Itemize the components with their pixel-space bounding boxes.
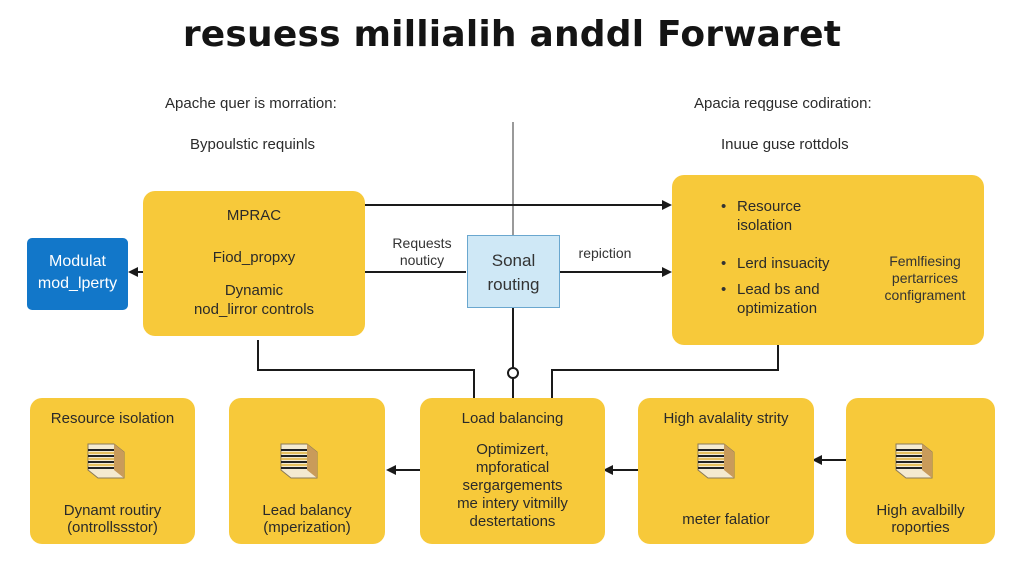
server-stack-icon — [697, 443, 735, 479]
bottom-box-text: sergargements — [462, 477, 563, 494]
left-subcaption: Bypoulstic requinls — [190, 136, 316, 153]
bottom-box-resource-isolation: Resource isolation Dynamt routiry (ontro… — [30, 398, 195, 544]
requests-label: Requests nouticy — [386, 235, 458, 269]
right-side-line: pertarrices — [891, 270, 959, 286]
right-caption: Apacia reqguse codiration: — [694, 95, 872, 112]
right-side-text: Femlfiesing pertarrices configrament — [875, 253, 975, 304]
routing-box: Sonal routing — [467, 235, 560, 308]
bottom-box-title: Load balancing — [461, 410, 564, 427]
bottom-box-text: (ontrollssstor) — [67, 519, 158, 536]
mprac-line: Fiod_propxy — [212, 249, 296, 266]
bottom-box-high-availability: High avalality strity meter falatior — [638, 398, 814, 544]
bottom-box-text: Dynamt routiry — [63, 502, 162, 519]
requests-label-line: Requests — [392, 235, 452, 251]
bottom-box-text: Optimizert, — [476, 441, 549, 458]
mprac-title: MPRAC — [226, 207, 282, 224]
repiction-label: repiction — [578, 245, 632, 261]
bottom-box-load-balancing: Load balancing Optimizert, mpforatical s… — [420, 398, 605, 544]
bottom-box-text: Lead balancy — [262, 502, 352, 519]
left-caption: Apache quer is morration: — [165, 95, 337, 112]
module-box-line: Modulat — [49, 253, 106, 270]
module-box: Modulat mod_lperty — [27, 238, 128, 310]
server-stack-icon — [87, 443, 125, 479]
bottom-box-text: mpforatical — [475, 459, 550, 476]
diagram-title: resuess millialih anddl Forwaret — [182, 14, 842, 55]
right-side-line: configrament — [884, 287, 966, 303]
bottom-box-text: me intery vitmilly — [457, 495, 568, 512]
bottom-box-title: High avalality strity — [663, 410, 789, 427]
bottom-box-text: High avalbilly — [876, 502, 965, 519]
right-feature-box: Resource isolation Lerd insuacity Lead b… — [672, 175, 984, 345]
routing-box-line: Sonal — [491, 251, 536, 270]
right-subcaption: Inuue guse rottdols — [721, 136, 849, 153]
bottom-box-text: destertations — [469, 513, 556, 530]
bottom-box-text: meter falatior — [682, 511, 770, 528]
requests-label-line: nouticy — [399, 252, 445, 268]
right-bullet-item: Resource isolation — [721, 197, 841, 235]
bottom-box-title: Resource isolation — [50, 410, 175, 427]
server-stack-icon — [280, 443, 318, 479]
module-box-line: mod_lperty — [37, 275, 118, 292]
mprac-line: nod_lirror controls — [193, 301, 315, 318]
right-bullet-item: Lerd insuacity — [721, 254, 841, 273]
right-bullet-list: Resource isolation Lerd insuacity Lead b… — [721, 197, 841, 318]
watermark: 九零云资讯网 — [952, 559, 1018, 571]
mprac-line: Dynamic — [224, 282, 284, 299]
mprac-box: MPRAC Fiod_propxy Dynamic nod_lirror con… — [143, 191, 365, 336]
right-bullet-item: Lead bs and optimization — [721, 280, 841, 318]
right-side-line: Femlfiesing — [889, 253, 961, 269]
bottom-box-text: (mperization) — [263, 519, 351, 536]
bottom-box-text: roporties — [891, 519, 950, 536]
server-stack-icon — [895, 443, 933, 479]
bottom-box-lead-balancy: Lead balancy (mperization) — [229, 398, 385, 544]
bottom-box-high-avalbilly: High avalbilly roporties — [846, 398, 995, 544]
routing-box-line: routing — [487, 275, 540, 294]
